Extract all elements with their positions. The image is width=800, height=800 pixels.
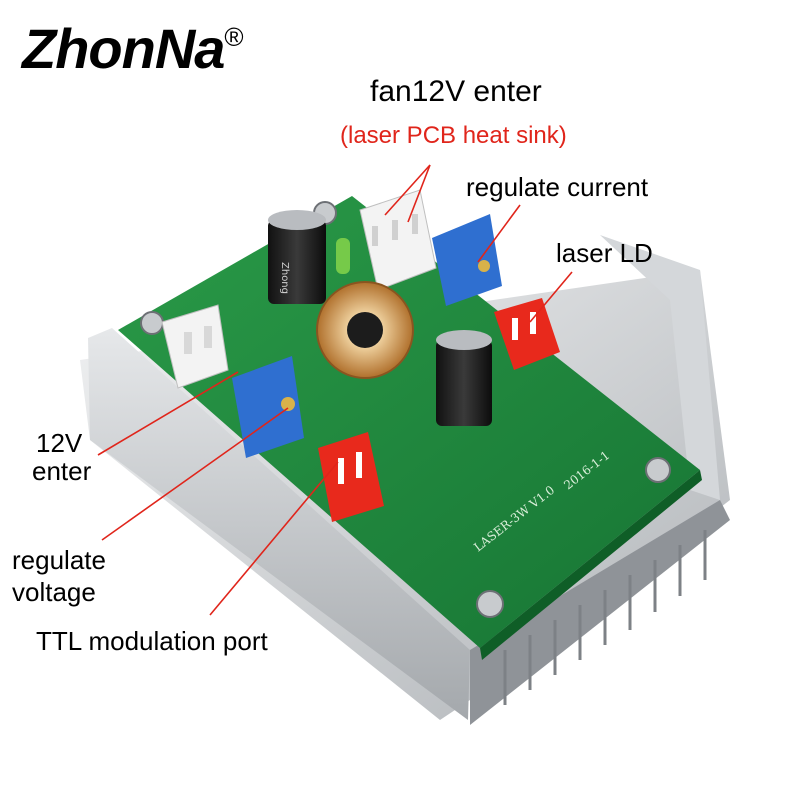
capacitor-left: Zhong [268,210,326,304]
brand-name: ZhonNa [22,17,225,80]
label-laser-ld: laser LD [556,238,653,268]
label-regulate-voltage-line1: regulate [12,545,106,575]
fan-connector [359,189,437,291]
registered-mark: ® [224,22,243,52]
status-led [336,238,350,274]
12v-leader [97,371,239,456]
label-regulate-current: regulate current [466,172,649,202]
toroid-inductor [316,281,414,379]
screws [140,201,671,618]
fan-leader-2 [407,164,431,223]
power-input-connector [161,304,229,389]
brand-logo: ZhonNa® [22,16,244,81]
pcb-board: LASER-3W V1.0 2016-1-1 [118,196,702,660]
capacitor-right [436,330,492,426]
label-fan-enter: fan12V enter [370,75,542,108]
label-12v-line1: 12V [36,428,83,458]
laser-ld-leader [529,271,573,323]
current-leader [477,204,521,263]
laser-ld-connector [494,298,560,370]
leader-lines [97,164,573,616]
fan-leader-1 [384,164,431,216]
label-regulate-voltage-line2: voltage [12,577,96,607]
ttl-connector [318,432,384,522]
label-ttl-port: TTL modulation port [36,626,268,656]
voltage-leader [101,407,289,541]
ttl-leader [209,461,339,616]
voltage-potentiometer [232,356,304,458]
current-potentiometer [432,214,502,306]
label-fan-note: (laser PCB heat sink) [340,122,567,149]
capacitor-brand: Zhong [279,262,290,294]
label-12v-line2: enter [32,456,92,486]
heatsink-fins [503,530,707,705]
